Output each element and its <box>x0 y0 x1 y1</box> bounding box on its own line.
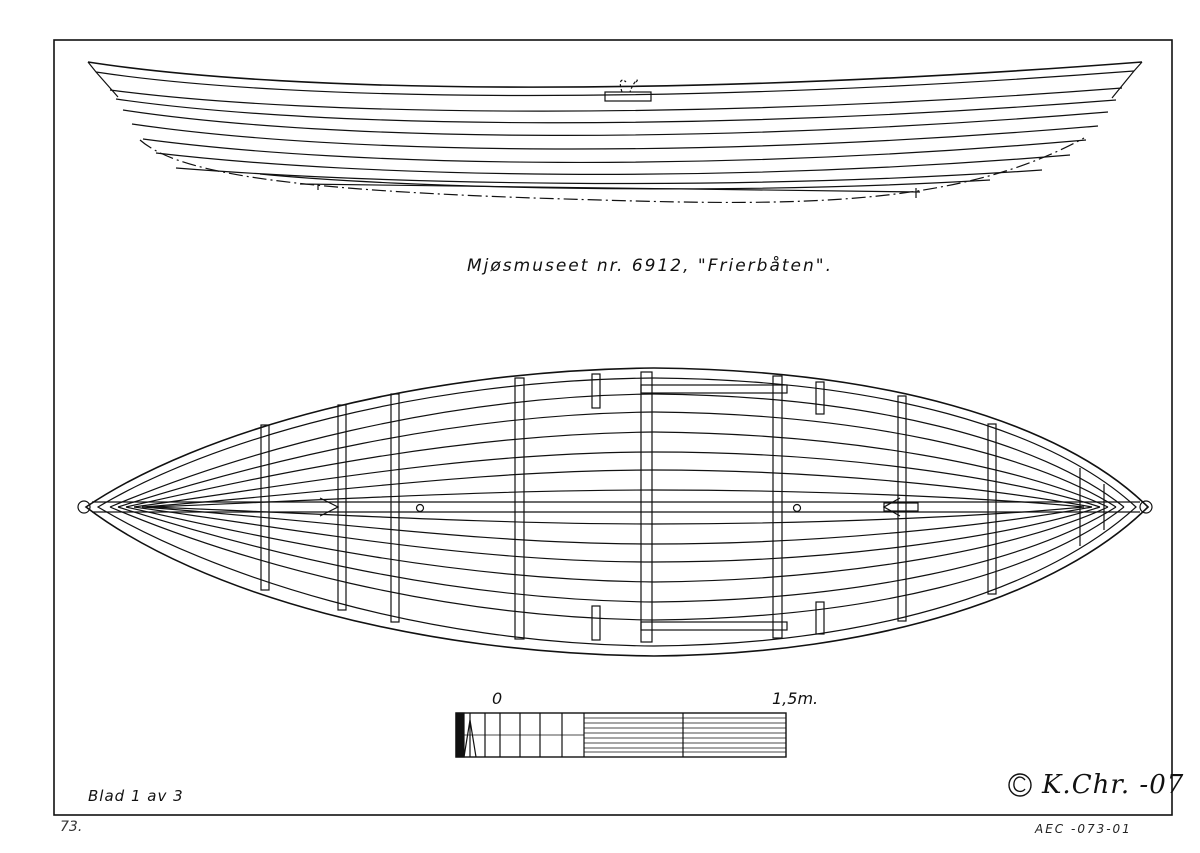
signature: K.Chr. -07 <box>1042 770 1185 800</box>
copyright-icon <box>1008 773 1032 797</box>
sheet-border <box>53 39 1173 816</box>
drawing-title: Mjøsmuseet nr. 6912, "Frierbåten". <box>467 256 833 276</box>
side-profile-view <box>87 61 1143 204</box>
catalog-number: AEC -073-01 <box>1035 822 1132 836</box>
scale-end-label: 1,5m. <box>772 689 819 708</box>
plan-view <box>77 367 1153 657</box>
sheet-label: Blad 1 av 3 <box>88 787 184 805</box>
page-number: 73. <box>60 819 83 835</box>
scale-bar <box>455 712 787 758</box>
scale-start-label: 0 <box>492 689 503 708</box>
